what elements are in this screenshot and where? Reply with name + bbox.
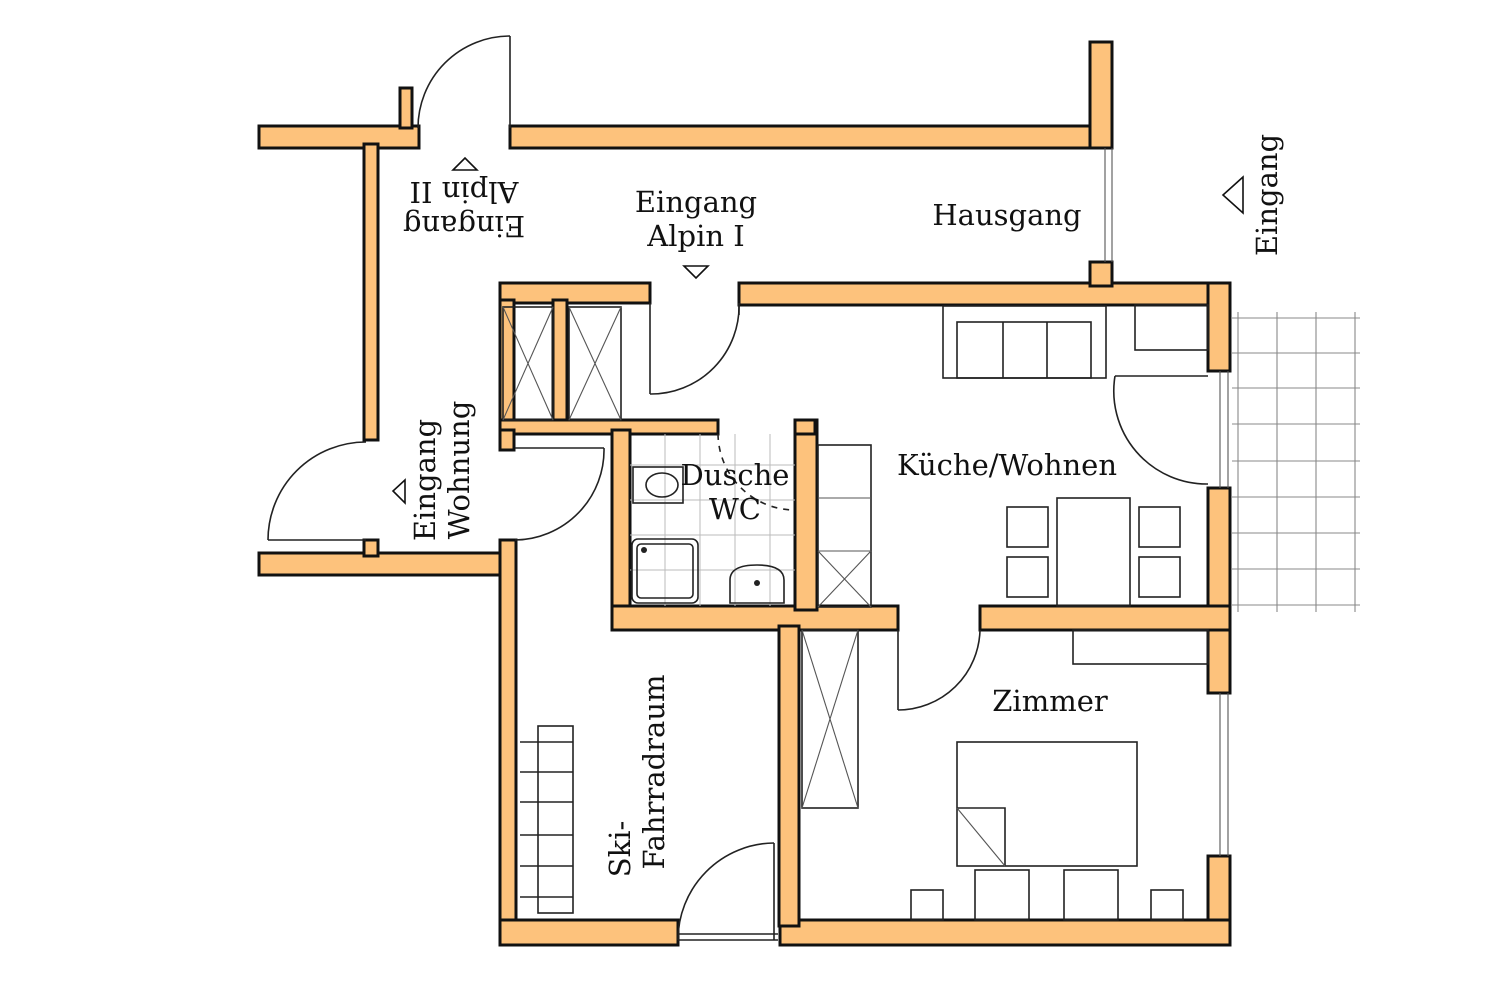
label-wc: WC: [709, 492, 761, 526]
label-entrance-apartment-line2: Wohnung: [442, 401, 476, 540]
doors: [267, 35, 1209, 941]
entry-arrows: [391, 156, 1244, 505]
arrow-apartment-icon: [391, 478, 406, 505]
label-entrance-apartment-line1: Eingang: [408, 419, 442, 541]
toilet-icon: [645, 472, 679, 498]
label-entrance-alpin-2-line2: Alpin II: [410, 175, 520, 209]
arrow-alpin-1-icon: [682, 265, 710, 280]
label-entrance-alpin-1-line1: Eingang: [635, 185, 757, 219]
room-labels: Eingang Alpin II Eingang Alpin I Hausgan…: [403, 134, 1284, 877]
windows: [1104, 148, 1229, 856]
label-shower: Dusche: [681, 458, 790, 492]
sink-icon: [729, 564, 785, 604]
furniture: [502, 304, 1209, 921]
label-kitchen-living: Küche/Wohnen: [897, 448, 1117, 482]
shower-tray: [631, 538, 699, 604]
walls: [257, 40, 1232, 947]
label-bike-room: Fahrradraum: [637, 674, 671, 869]
bathroom-fixtures: [630, 434, 795, 606]
arrow-alpin-2-icon: [451, 156, 479, 171]
label-entrance-main: Eingang: [1250, 134, 1284, 256]
terrace-grid: [1232, 312, 1360, 612]
label-ski: Ski-: [603, 821, 637, 878]
label-entrance-alpin-1-line2: Alpin I: [646, 219, 744, 253]
label-hallway: Hausgang: [932, 198, 1081, 232]
label-room: Zimmer: [992, 684, 1108, 718]
label-entrance-alpin-2-line1: Eingang: [403, 209, 525, 243]
arrow-main-entrance-icon: [1221, 175, 1244, 215]
